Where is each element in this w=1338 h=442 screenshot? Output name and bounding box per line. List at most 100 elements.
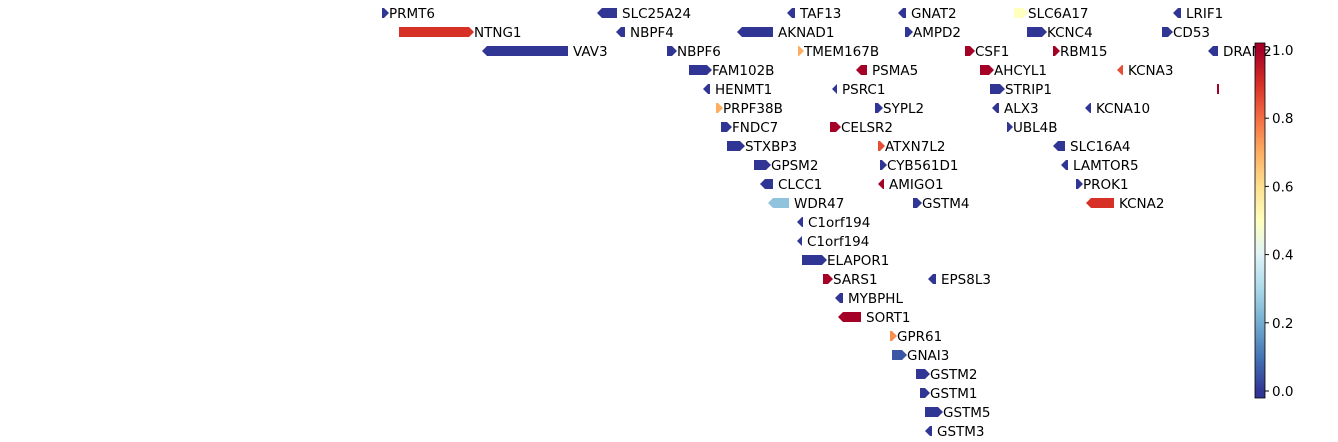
gene-label: STXBP3 (745, 139, 797, 155)
gene-tmem167b: TMEM167B (798, 44, 879, 60)
gene-ntng1: NTNG1 (399, 25, 522, 41)
gene-kcna3: KCNA3 (1117, 63, 1173, 79)
gene-arrow (768, 198, 789, 208)
gene-gstm5: GSTM5 (925, 405, 991, 421)
gene-gstm4: GSTM4 (913, 196, 970, 212)
gene-label: GSTM4 (922, 196, 970, 212)
gene-sort1: SORT1 (838, 310, 910, 326)
gene-arrow (1076, 179, 1083, 189)
colorbar-tick-label: 0.4 (1272, 248, 1293, 264)
gene-arrow (716, 103, 723, 113)
gene-psma5: PSMA5 (856, 63, 918, 79)
gene-gstm1: GSTM1 (920, 386, 978, 402)
gene-label: GSTM5 (943, 405, 991, 421)
gene-arrow (1027, 27, 1047, 37)
gene-psrc1: PSRC1 (832, 82, 885, 98)
colorbar: 0.00.20.40.60.81.0 (1254, 42, 1293, 400)
gene-celsr2: CELSR2 (830, 120, 893, 136)
gene-arrow (616, 27, 625, 37)
gene-label: STRIP1 (1005, 82, 1052, 98)
gene-arrow (925, 426, 932, 436)
gene-label: LRIF1 (1186, 6, 1223, 22)
gene-arrow (703, 84, 710, 94)
gene-gnat2: GNAT2 (898, 6, 957, 22)
gene-label: AMPD2 (913, 25, 961, 41)
gene-ubl4b: UBL4B (1007, 120, 1058, 136)
gene-strip1: STRIP1 (990, 82, 1052, 98)
gene-label: TMEM167B (803, 44, 879, 60)
gene-c1orf194: C1orf194 (797, 234, 869, 250)
gene-arrow (382, 8, 389, 18)
gene-c1orf194: C1orf194 (797, 215, 870, 231)
gene-gpsm2: GPSM2 (754, 158, 818, 174)
gene-arrow (797, 217, 803, 227)
gene-label: GSTM3 (937, 424, 985, 440)
gene-arrow (482, 46, 568, 56)
gene-label: TAF13 (799, 6, 841, 22)
gene-label: CELSR2 (841, 120, 893, 136)
gene-arrow (992, 103, 999, 113)
gene-label: C1orf194 (807, 234, 869, 250)
gene-label: SLC16A4 (1070, 139, 1131, 155)
gene-label: GPR61 (897, 329, 942, 345)
gene-arrow (890, 331, 897, 341)
gene-label: HENMT1 (715, 82, 772, 98)
gene-label: CSF1 (975, 44, 1009, 60)
gene-label: KCNA10 (1096, 101, 1150, 117)
gene-label: FAM102B (712, 63, 774, 79)
gene-label: AKNAD1 (778, 25, 834, 41)
colorbar-tick-label: 0.0 (1272, 384, 1293, 400)
gene-label: AHCYL1 (994, 63, 1047, 79)
gene-label: PRMT6 (389, 6, 435, 22)
gene-label: GSTM2 (930, 367, 978, 383)
gene-label: FNDC7 (732, 120, 778, 136)
gene-kcna2: KCNA2 (1086, 196, 1164, 212)
gene-arrow (823, 274, 833, 284)
gene-aknad1: AKNAD1 (737, 25, 834, 41)
gene-arrow (832, 84, 837, 94)
gene-label: CYB561D1 (887, 158, 958, 174)
gene-arrow (980, 65, 994, 75)
gene-label: ATXN7L2 (885, 139, 945, 155)
gene-arrow (965, 46, 975, 56)
gene-csf1: CSF1 (965, 44, 1009, 60)
gene-arrow (880, 160, 887, 170)
colorbar-tick-label: 1.0 (1272, 43, 1293, 59)
gene-arrow (913, 198, 922, 208)
gene-gstm3: GSTM3 (925, 424, 985, 440)
gene-elapor1: ELAPOR1 (802, 253, 889, 269)
gene-clcc1: CLCC1 (760, 177, 822, 193)
gene-arrow (990, 84, 1005, 94)
gene-arrow (905, 27, 913, 37)
gene-label: VAV3 (573, 44, 608, 60)
gene-amigo1: AMIGO1 (878, 177, 944, 193)
gene-nbpf4: NBPF4 (616, 25, 674, 41)
gene-arrow (1007, 122, 1013, 132)
gene-arrow (838, 312, 861, 322)
gene-label: PROK1 (1083, 177, 1129, 193)
gene-label: GNAT2 (911, 6, 957, 22)
gene-arrow (798, 46, 804, 56)
gene-arrow (1053, 141, 1065, 151)
gene-arrow (878, 141, 885, 151)
gene-prok1: PROK1 (1076, 177, 1129, 193)
gene-label: LAMTOR5 (1073, 158, 1139, 174)
gene-arrow (721, 122, 732, 132)
gene-layer: PRMT6NTNG1VAV3SLC25A24NBPF4NBPF6FAM102BH… (382, 6, 1272, 440)
gene-gpr61: GPR61 (890, 329, 942, 345)
gene-arrow (727, 141, 745, 151)
gene-sypl2: SYPL2 (875, 101, 924, 117)
gene-prpf38b: PRPF38B (716, 101, 783, 117)
gene-ahcyl1: AHCYL1 (980, 63, 1047, 79)
gene-arrow (1085, 103, 1091, 113)
gene-arrow (737, 27, 773, 37)
gene-arrow (898, 8, 906, 18)
gene-arrow (1061, 160, 1068, 170)
gene-label: MYBPHL (848, 291, 903, 307)
colorbar-tick-label: 0.8 (1272, 111, 1293, 127)
gene-label: ALX3 (1004, 101, 1039, 117)
gene-sars1: SARS1 (823, 272, 878, 288)
gene-label: GPSM2 (771, 158, 818, 174)
colorbar-tick-label: 0.2 (1272, 316, 1293, 332)
gene-cd53: CD53 (1162, 25, 1210, 41)
